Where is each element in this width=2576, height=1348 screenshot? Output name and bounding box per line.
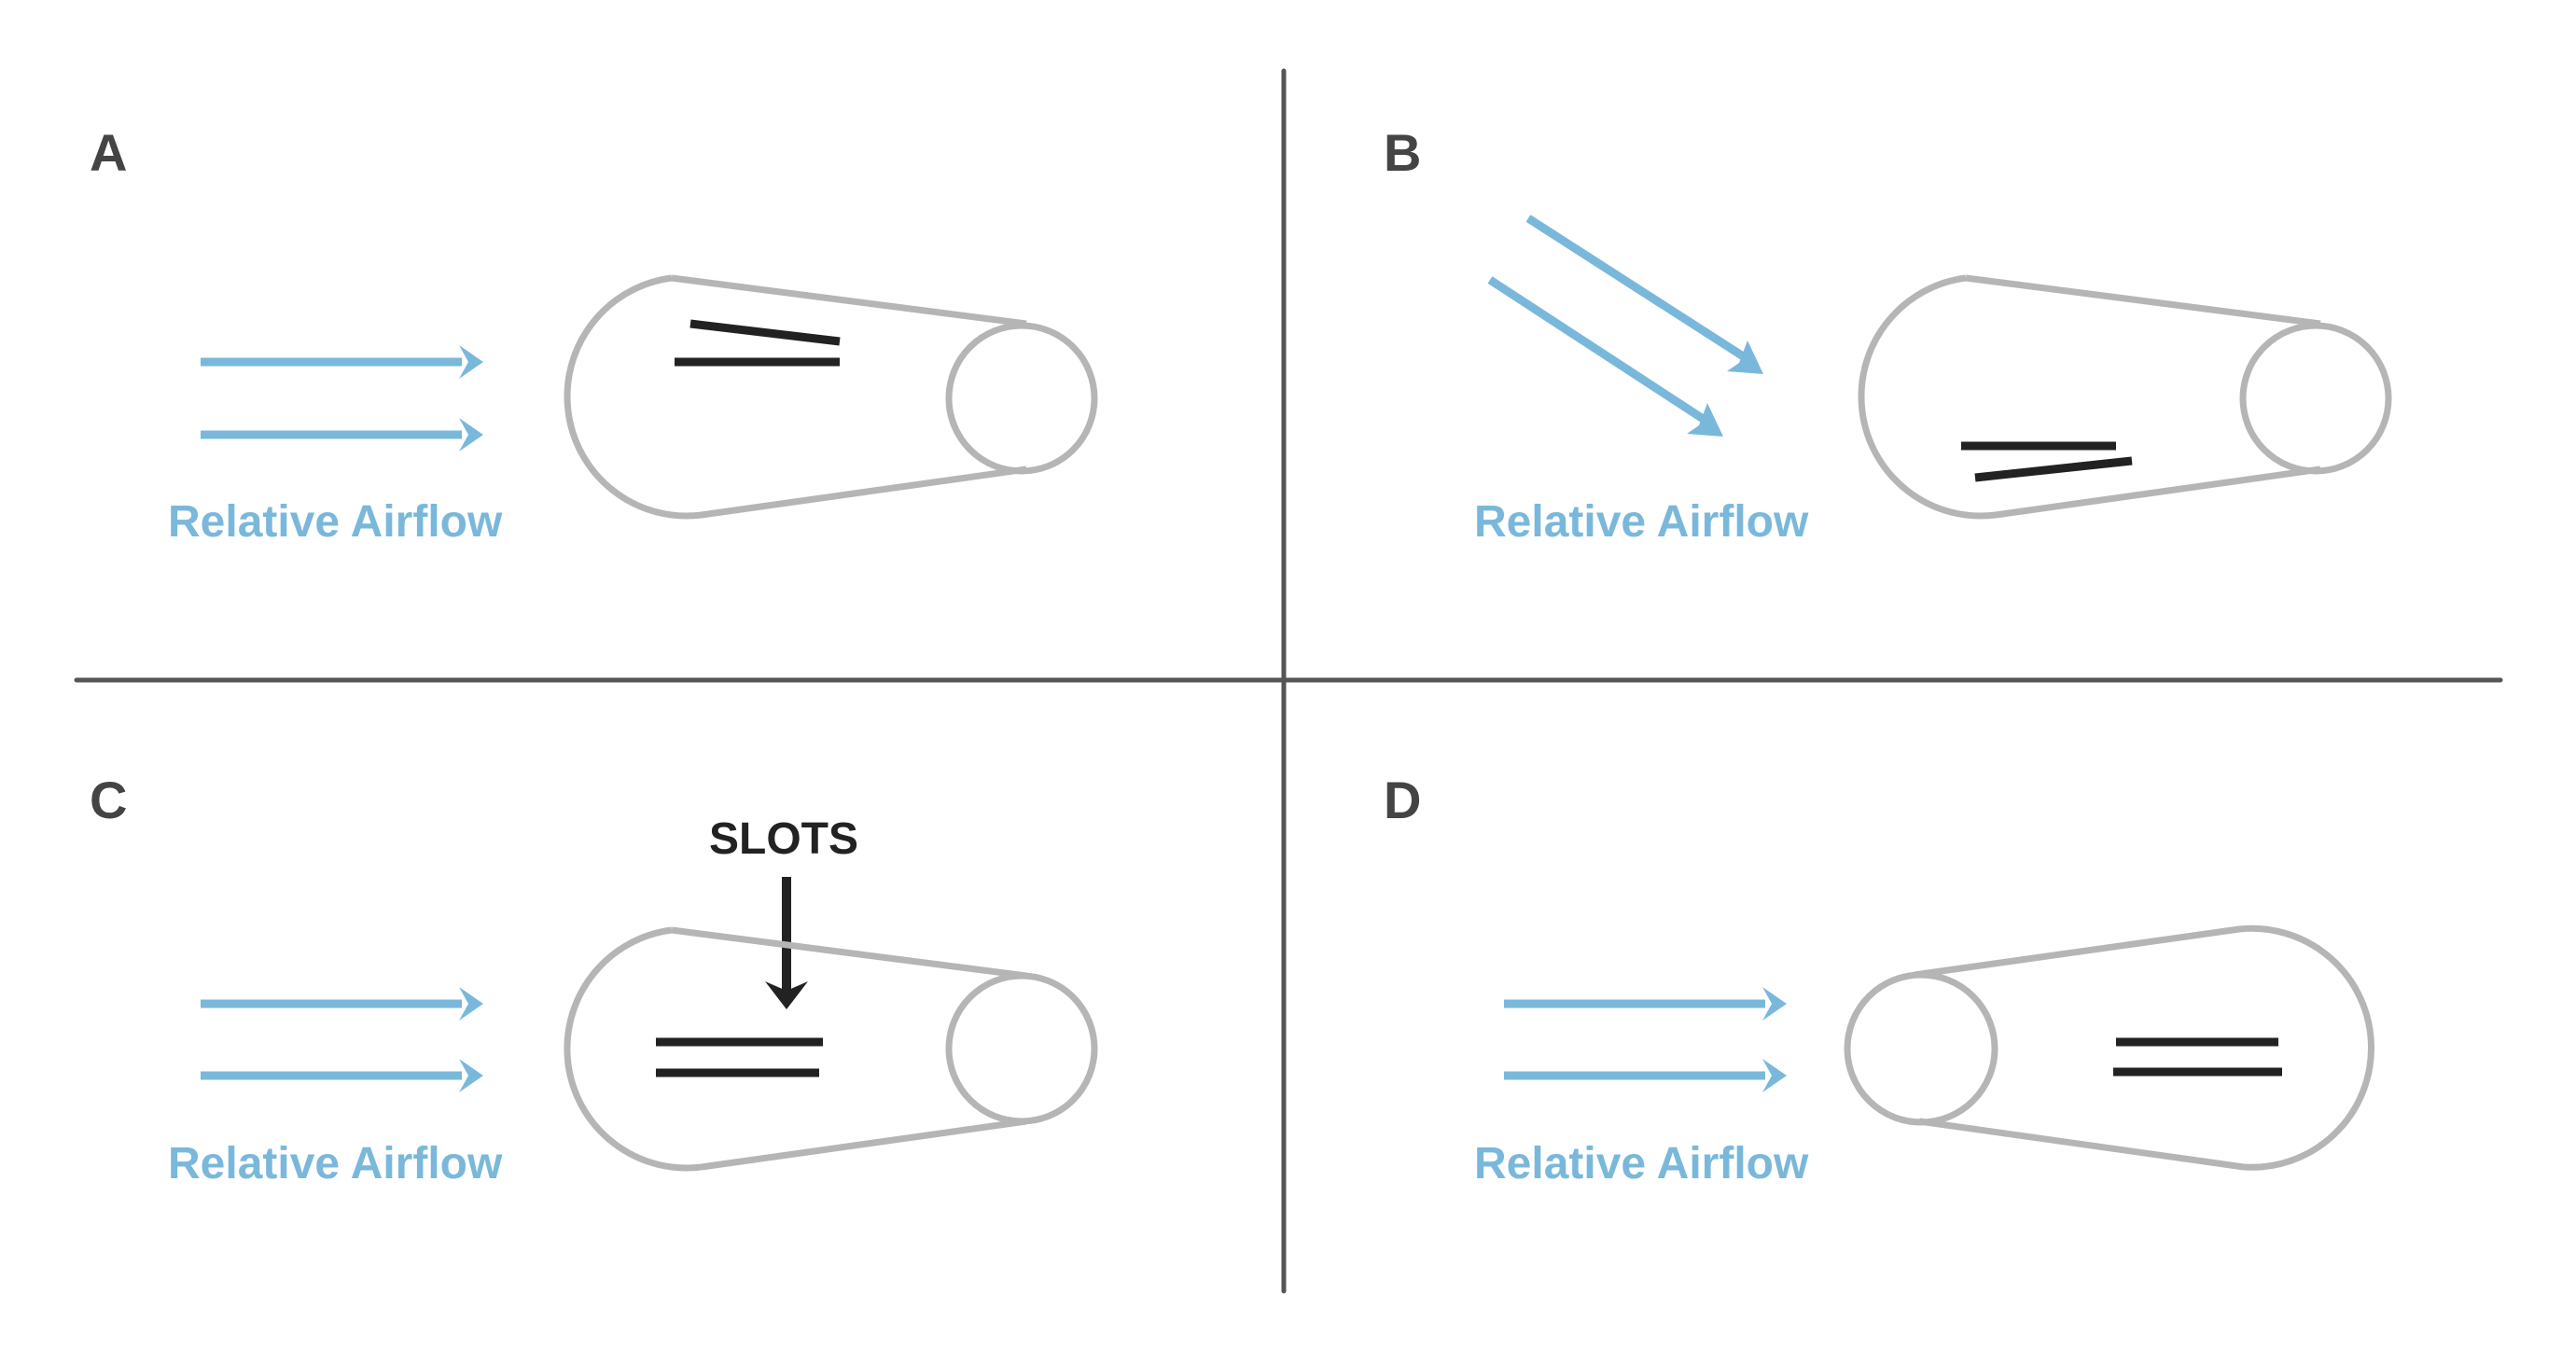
panel-b-plates [1961, 441, 2133, 482]
arrowhead [1727, 340, 1763, 374]
panel-c-plates [656, 1037, 823, 1077]
panel-d-letter: D [1384, 771, 1421, 829]
arrowhead [1762, 987, 1787, 1021]
panel-d-plates [2113, 1037, 2282, 1077]
slots-callout-label: SLOTS [709, 814, 858, 864]
panel-d-airflow-label: Relative Airflow [1474, 1139, 1809, 1188]
arrowhead [459, 987, 483, 1021]
arrowhead [459, 345, 483, 379]
slots-callout-arrow [765, 877, 808, 1009]
panel-b-airflow-arrows [1487, 215, 1763, 437]
panel-c-airflow-arrows [201, 987, 483, 1092]
panel-b-letter: B [1384, 123, 1421, 182]
arrowhead [459, 418, 483, 452]
panel-a: A Relative Airflow [90, 123, 1098, 547]
panel-a-plates [675, 319, 841, 367]
airflow-arrow [1525, 215, 1750, 363]
panel-d: D Relative Airflow [1384, 771, 2375, 1188]
panel-c: C Relative Airflow SLOTS [90, 771, 1098, 1188]
panel-c-letter: C [90, 771, 127, 829]
plate [689, 319, 841, 346]
panel-b-airflow-label: Relative Airflow [1474, 497, 1809, 547]
arrowhead [459, 1059, 483, 1092]
airflow-arrow [1487, 276, 1710, 425]
panel-a-letter: A [90, 123, 127, 182]
panel-b-housing-outline [1858, 274, 2392, 520]
panel-a-housing-outline [564, 274, 1098, 520]
arrowhead [1762, 1059, 1787, 1092]
panel-d-housing-outline [1844, 924, 2375, 1171]
panel-c-airflow-label: Relative Airflow [168, 1139, 503, 1188]
plate [1974, 456, 2133, 482]
arrowhead [1687, 403, 1723, 437]
panel-a-airflow-label: Relative Airflow [168, 497, 503, 547]
panel-d-airflow-arrows [1504, 987, 1787, 1092]
panel-c-housing-outline [564, 926, 1098, 1172]
panel-b: B Relative Airflow [1384, 123, 2392, 547]
panel-a-airflow-arrows [201, 345, 483, 452]
